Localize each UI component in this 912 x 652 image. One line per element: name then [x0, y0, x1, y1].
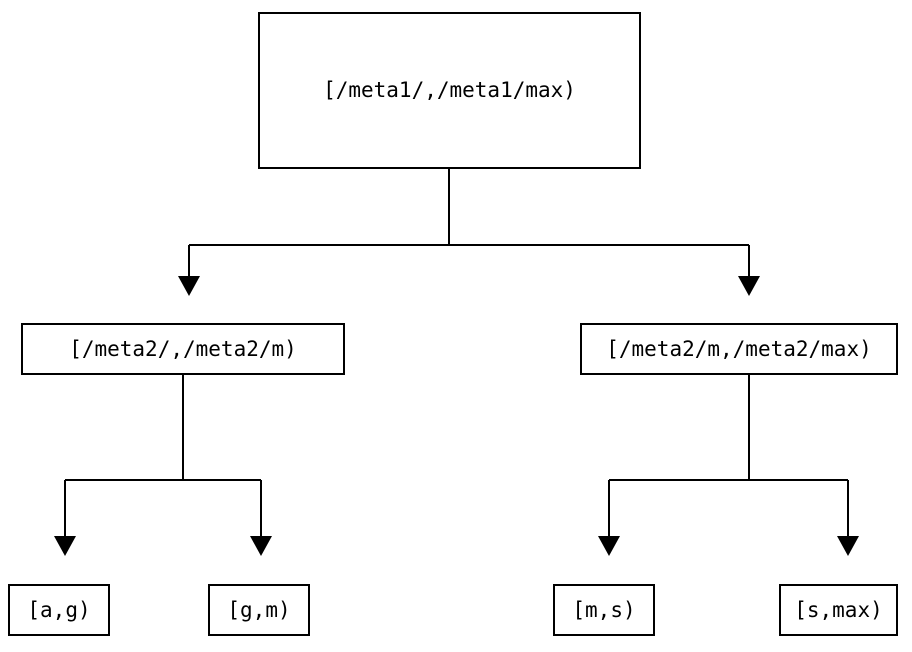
group_left-arrow-1-icon [250, 536, 272, 556]
node-leaf-ag-label: [a,g) [27, 597, 91, 622]
group_right-arrow-1-icon [837, 536, 859, 556]
node-leaf-smax[interactable]: [s,max) [779, 584, 898, 636]
group_root-arrow-1-icon [738, 276, 760, 296]
node-meta2-low[interactable]: [/meta2/,/meta2/m) [21, 323, 345, 375]
node-leaf-ms-label: [m,s) [572, 597, 636, 622]
node-root-label: [/meta1/,/meta1/max) [323, 78, 576, 102]
group_root-arrow-0-icon [178, 276, 200, 296]
node-leaf-smax-label: [s,max) [794, 597, 883, 622]
node-meta2-high[interactable]: [/meta2/m,/meta2/max) [580, 323, 898, 375]
node-meta2-low-label: [/meta2/,/meta2/m) [69, 336, 297, 361]
node-leaf-ms[interactable]: [m,s) [553, 584, 655, 636]
group_right-arrow-0-icon [598, 536, 620, 556]
group_left-arrow-0-icon [54, 536, 76, 556]
node-leaf-gm-label: [g,m) [227, 597, 291, 622]
node-root[interactable]: [/meta1/,/meta1/max) [258, 12, 641, 169]
node-leaf-gm[interactable]: [g,m) [208, 584, 310, 636]
node-meta2-high-label: [/meta2/m,/meta2/max) [606, 336, 872, 361]
node-leaf-ag[interactable]: [a,g) [8, 584, 110, 636]
